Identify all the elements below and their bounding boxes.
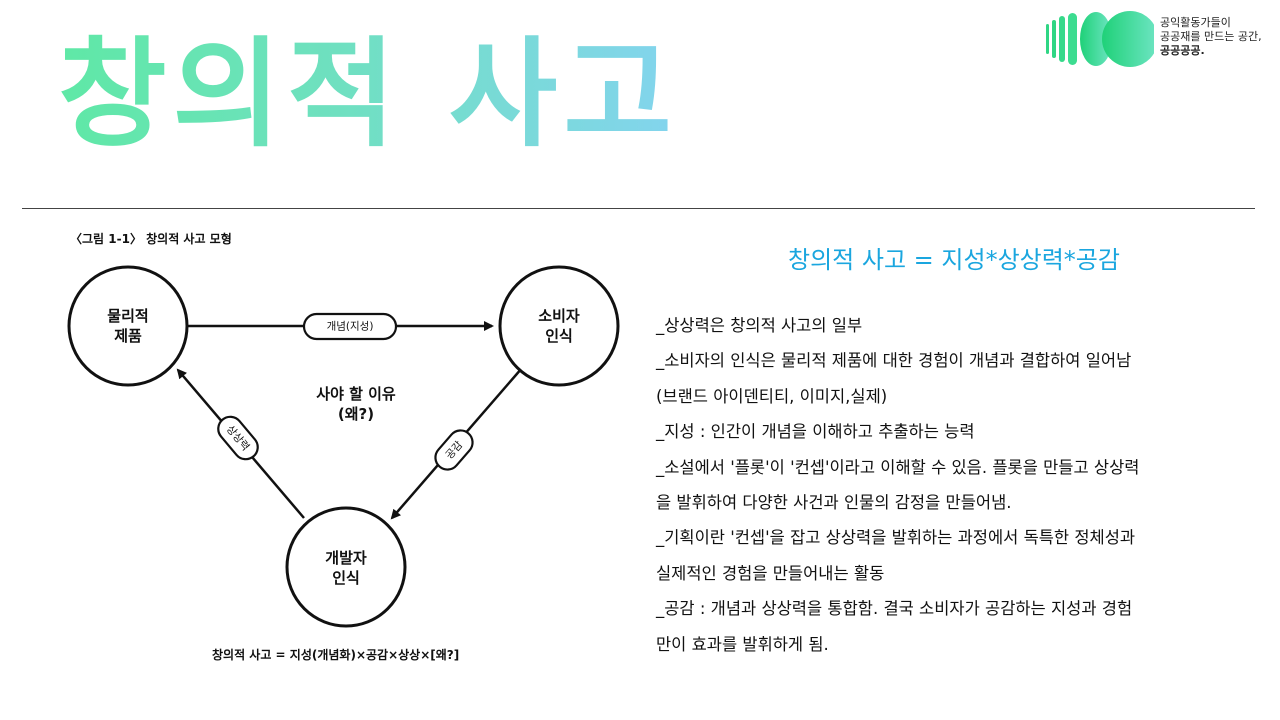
node-physical-line-2: 제품 (114, 327, 142, 345)
body-line: _지성 : 인간이 개념을 이해하고 추출하는 능력 (656, 422, 975, 442)
node-developer-circle (285, 506, 407, 628)
center-line-1: 사야 할 이유 (316, 385, 396, 403)
brand-logo-icon (1046, 11, 1154, 67)
body-line: 만이 효과를 발휘하게 됨. (656, 634, 829, 654)
node-developer-line-2: 인식 (332, 569, 360, 587)
body-line: _기획이란 '컨셉'을 잡고 상상력을 발휘하는 과정에서 독특한 정체성과 (656, 528, 1136, 548)
body-line: _소비자의 인식은 물리적 제품에 대한 경험이 개념과 결합하여 일어남 (656, 351, 1132, 371)
node-physical-line-1: 물리적 (107, 307, 149, 325)
figure-caption: 〈그림 1-1〉 창의적 사고 모형 (70, 232, 232, 246)
node-consumer-line-1: 소비자 (538, 307, 580, 325)
node-consumer-label: 소비자 인식 (499, 306, 619, 346)
body-line: _상상력은 창의적 사고의 일부 (656, 316, 863, 335)
center-reason-label: 사야 할 이유 (왜?) (286, 384, 426, 424)
node-physical-circle (67, 265, 189, 387)
logo-line-1: 공익활동가들이 (1160, 16, 1231, 29)
logo-tagline: 공익활동가들이 공공재를 만드는 공간, 공공공공. (1160, 16, 1262, 58)
edge-empathy-pill (434, 429, 474, 471)
body-text: _상상력은 창의적 사고의 일부 _소비자의 인식은 물리적 제품에 대한 경험… (656, 308, 1256, 662)
header-divider (22, 208, 1255, 209)
body-line: (브랜드 아이덴티티, 이미지,실제) (656, 386, 888, 406)
node-developer-line-1: 개발자 (325, 549, 367, 567)
edge-concept-pill (302, 312, 398, 341)
page-title: 창의적 사고 (58, 14, 678, 174)
edge-concept-label: 개념(지성) (326, 320, 374, 333)
diagram-graphic (67, 265, 620, 628)
section-heading: 창의적 사고 = 지성*상상력*공감 (788, 246, 1120, 274)
logo-brand: 공공공공. (1160, 44, 1205, 57)
edge-imagination-pill (217, 415, 259, 461)
body-line: _소설에서 '플롯'이 '컨셉'이라고 이해할 수 있음. 플롯을 만들고 상상… (656, 457, 1140, 477)
figure-formula: 창의적 사고 = 지성(개념화)×공감×상상×[왜?] (212, 648, 460, 662)
body-line: 실제적인 경험을 만들어내는 활동 (656, 563, 885, 583)
body-line: 을 발휘하여 다양한 사건과 인물의 감정을 만들어냄. (656, 493, 1012, 513)
logo-line-2: 공공재를 만드는 공간, (1160, 30, 1262, 43)
node-physical-label: 물리적 제품 (68, 306, 188, 346)
creative-thinking-diagram: 〈그림 1-1〉 창의적 사고 모형 물리적 제품 소비자 인식 개발자 인식 … (56, 222, 640, 672)
node-consumer-line-2: 인식 (545, 327, 573, 345)
body-line: _공감 : 개념과 상상력을 통합함. 결국 소비자가 공감하는 지성과 경험 (656, 599, 1133, 619)
node-consumer-circle (498, 265, 620, 387)
node-developer-label: 개발자 인식 (286, 548, 406, 588)
center-line-2: (왜?) (337, 405, 375, 423)
